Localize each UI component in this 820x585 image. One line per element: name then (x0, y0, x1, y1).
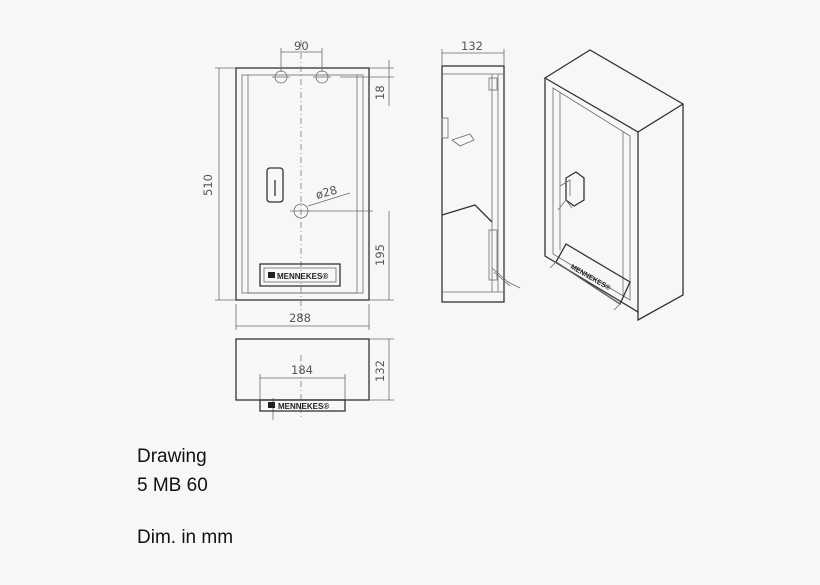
front-logo-plate (259, 263, 341, 287)
dim-hole-spacing: 90 (294, 39, 309, 53)
caption-title: Drawing (137, 446, 207, 467)
dim-bottom-spacing: 184 (291, 363, 313, 377)
dim-depth-top: 132 (461, 39, 483, 53)
side-view: 132 (441, 39, 521, 303)
dim-top-offset: 18 (373, 85, 387, 100)
isometric-view: MENNEKES® (543, 49, 685, 322)
front-outer-frame (235, 67, 370, 301)
front-brand-label: MENNEKES® (277, 272, 328, 281)
bottom-logo-plate (259, 399, 346, 412)
lock-plate (266, 167, 284, 203)
bottom-brand-label: MENNEKES® (278, 402, 329, 411)
bottom-view: 184 MENNEKES® 132 (235, 338, 394, 420)
iso-logo-plate (555, 243, 631, 305)
side-outer-frame (441, 65, 505, 303)
front-view: ø28 MENNEKES® 90 510 18 195 288 (201, 39, 394, 330)
dim-hole-height: 195 (373, 244, 387, 266)
dim-width: 288 (289, 311, 311, 325)
dim-hole-diameter: ø28 (314, 183, 339, 202)
dim-height-total: 510 (201, 174, 215, 196)
dim-depth-side: 132 (373, 360, 387, 382)
caption-units: Dim. in mm (137, 527, 234, 548)
caption-model: 5 MB 60 (137, 475, 208, 496)
front-inner-frame (241, 74, 364, 294)
